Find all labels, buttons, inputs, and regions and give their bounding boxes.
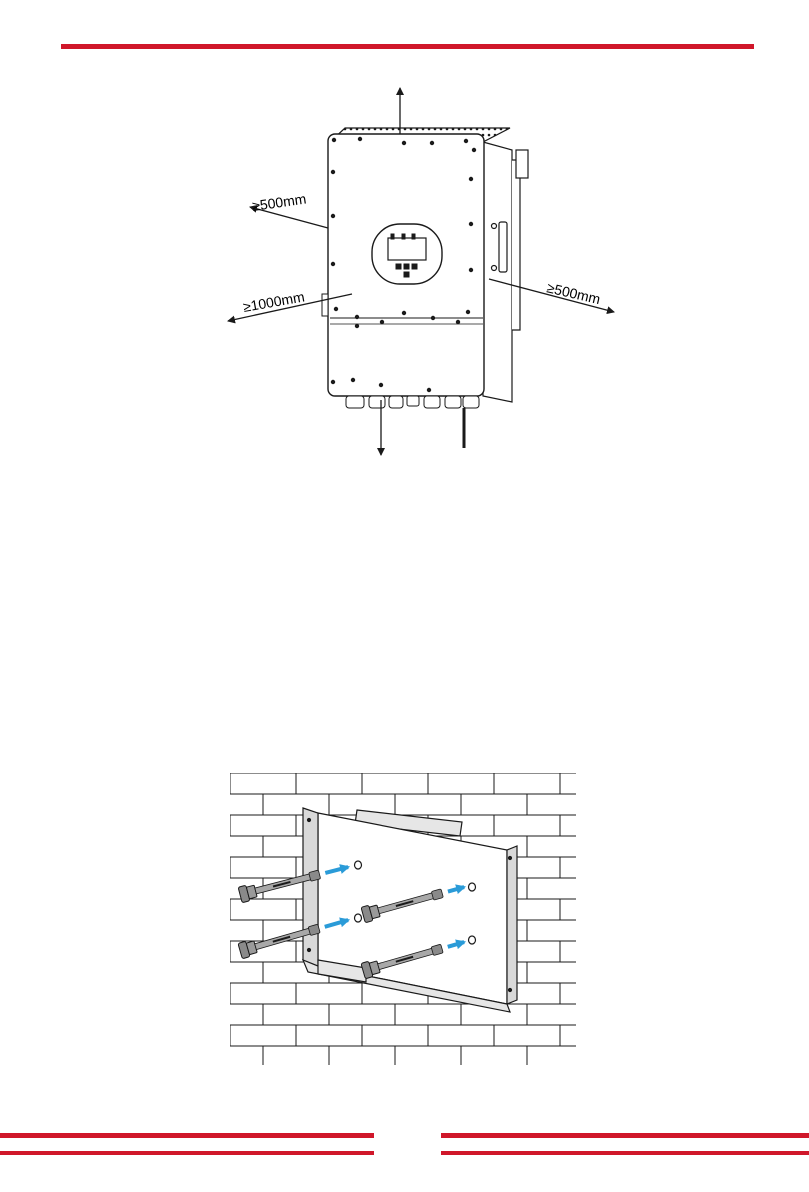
footer-rule-right-top (441, 1133, 809, 1138)
footer-rule-right-bottom (441, 1151, 809, 1155)
mounting-bracket-icon (303, 808, 517, 1012)
footer-rule-left-bottom (0, 1151, 374, 1155)
footer-rule-left-top (0, 1133, 374, 1138)
